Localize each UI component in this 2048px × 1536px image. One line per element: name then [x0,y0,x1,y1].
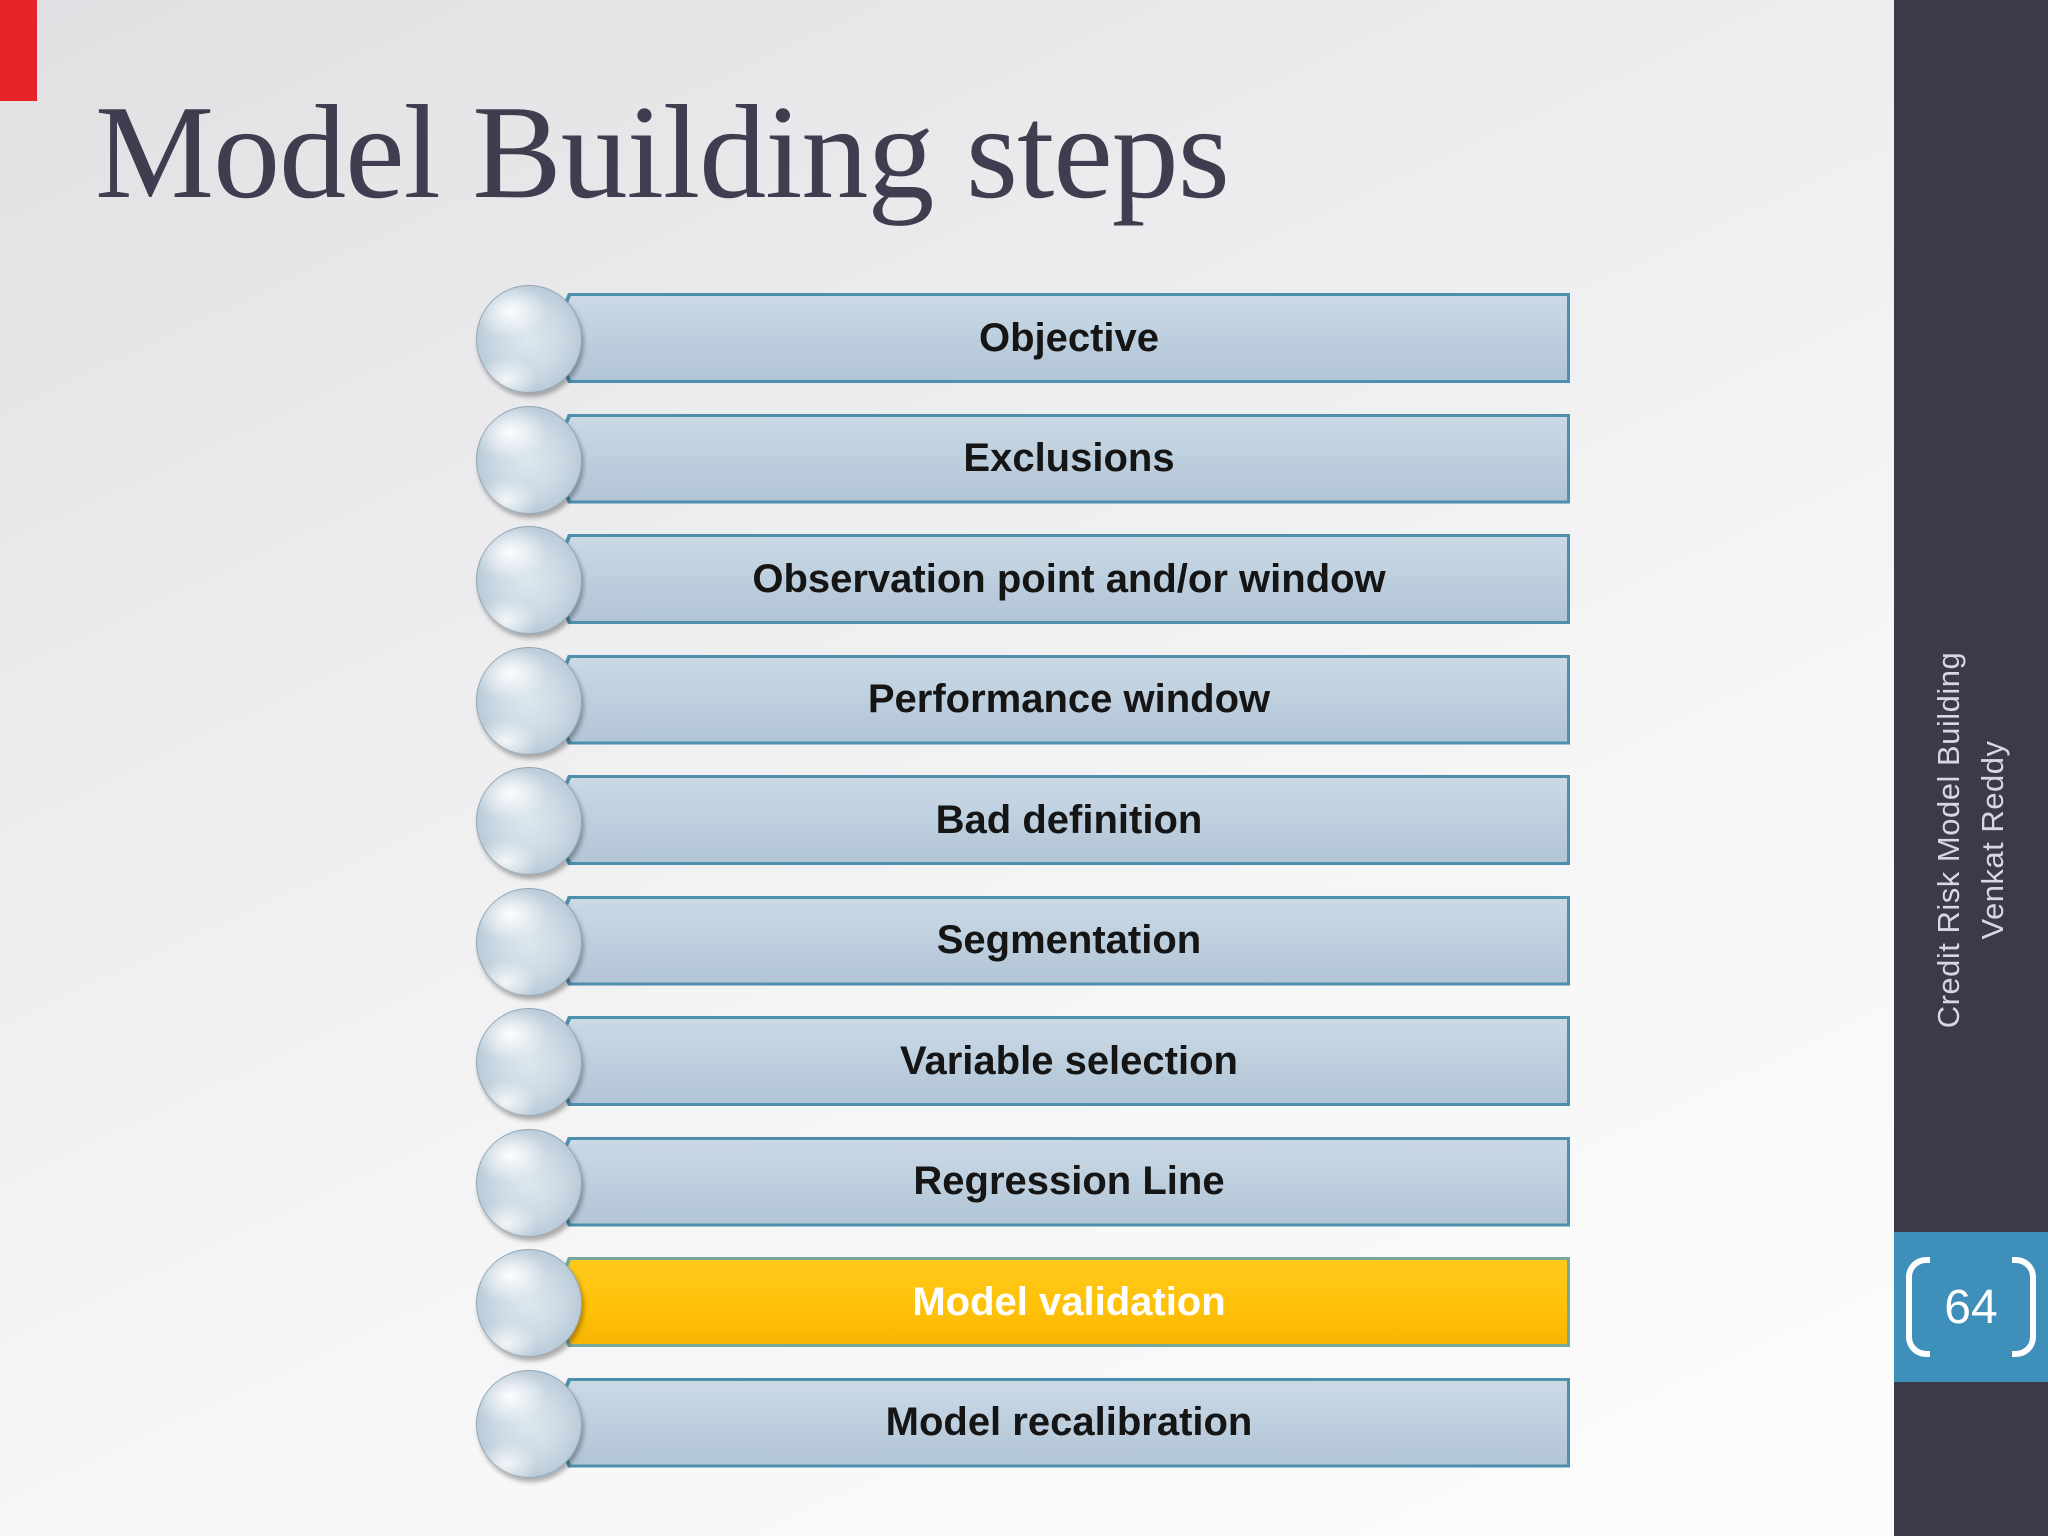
step-circle-icon [476,1249,582,1357]
step-row: Model validation [0,1249,2048,1357]
step-label: Regression Line [913,1159,1225,1203]
page-number: 64 [1944,1280,1998,1334]
step-label: Observation point and/or window [752,556,1386,601]
red-corner-strip [0,0,37,101]
step-label: Performance window [867,677,1271,721]
step-bar-fill [553,898,1567,983]
step-row: Observation point and/or window [0,526,2048,634]
left-bracket-decoration [1906,1257,1931,1357]
sidebar-author: Venkat Reddy [1975,740,2010,940]
step-bar: Exclusions [550,413,1570,504]
step-bar-fill [553,537,1567,621]
step-label: Segmentation [936,918,1202,962]
step-label: Exclusions [963,436,1175,480]
step-bar-fill [553,657,1567,742]
step-circle-icon [476,526,582,634]
step-row: Objective [0,285,2048,393]
step-bar: Variable selection [550,1016,1570,1106]
step-bar-fill [553,778,1567,862]
step-row: Exclusions [0,405,2048,514]
step-bar: Objective [550,293,1570,383]
step-bar-fill [553,296,1567,380]
step-bar-fill [553,1260,1567,1344]
step-label: Model recalibration [885,1400,1253,1444]
model-building-steps-diagram: Objective Exclusions Observation point a… [0,285,2048,1478]
step-row: Model recalibration [0,1369,2048,1478]
step-bar: Regression Line [550,1136,1570,1227]
page-number-box: 64 [1894,1232,2048,1382]
step-circle-icon [476,887,582,996]
step-circle-icon [476,767,582,875]
step-bar: Bad definition [550,775,1570,865]
step-circle-icon [476,285,582,393]
step-bar-fill [553,1380,1567,1465]
step-row: Performance window [0,646,2048,755]
step-row: Segmentation [0,887,2048,996]
step-circle-icon [476,405,582,514]
right-bracket-decoration [2011,1257,2036,1357]
step-label: Objective [978,315,1160,360]
step-bar: Model recalibration [550,1377,1570,1468]
step-bar: Performance window [550,654,1570,745]
step-circle-icon [476,1128,582,1237]
step-bar-fill [553,1139,1567,1224]
step-bar: Model validation [550,1257,1570,1347]
step-bar: Segmentation [550,895,1570,986]
step-bar-fill [553,1019,1567,1103]
step-row: Variable selection [0,1008,2048,1116]
step-bar-fill [553,416,1567,501]
slide-title: Model Building steps [95,78,1230,226]
step-label: Model validation [912,1279,1226,1324]
sidebar-credit: Credit Risk Model Building Venkat Reddy [1927,360,2015,1320]
sidebar-course-title: Credit Risk Model Building [1931,651,1966,1029]
step-circle-icon [476,1369,582,1478]
step-row: Regression Line [0,1128,2048,1237]
step-circle-icon [476,1008,582,1116]
step-circle-icon [476,646,582,755]
step-label: Bad definition [935,797,1203,842]
step-bar: Observation point and/or window [550,534,1570,624]
step-row: Bad definition [0,767,2048,875]
step-label: Variable selection [900,1038,1238,1083]
